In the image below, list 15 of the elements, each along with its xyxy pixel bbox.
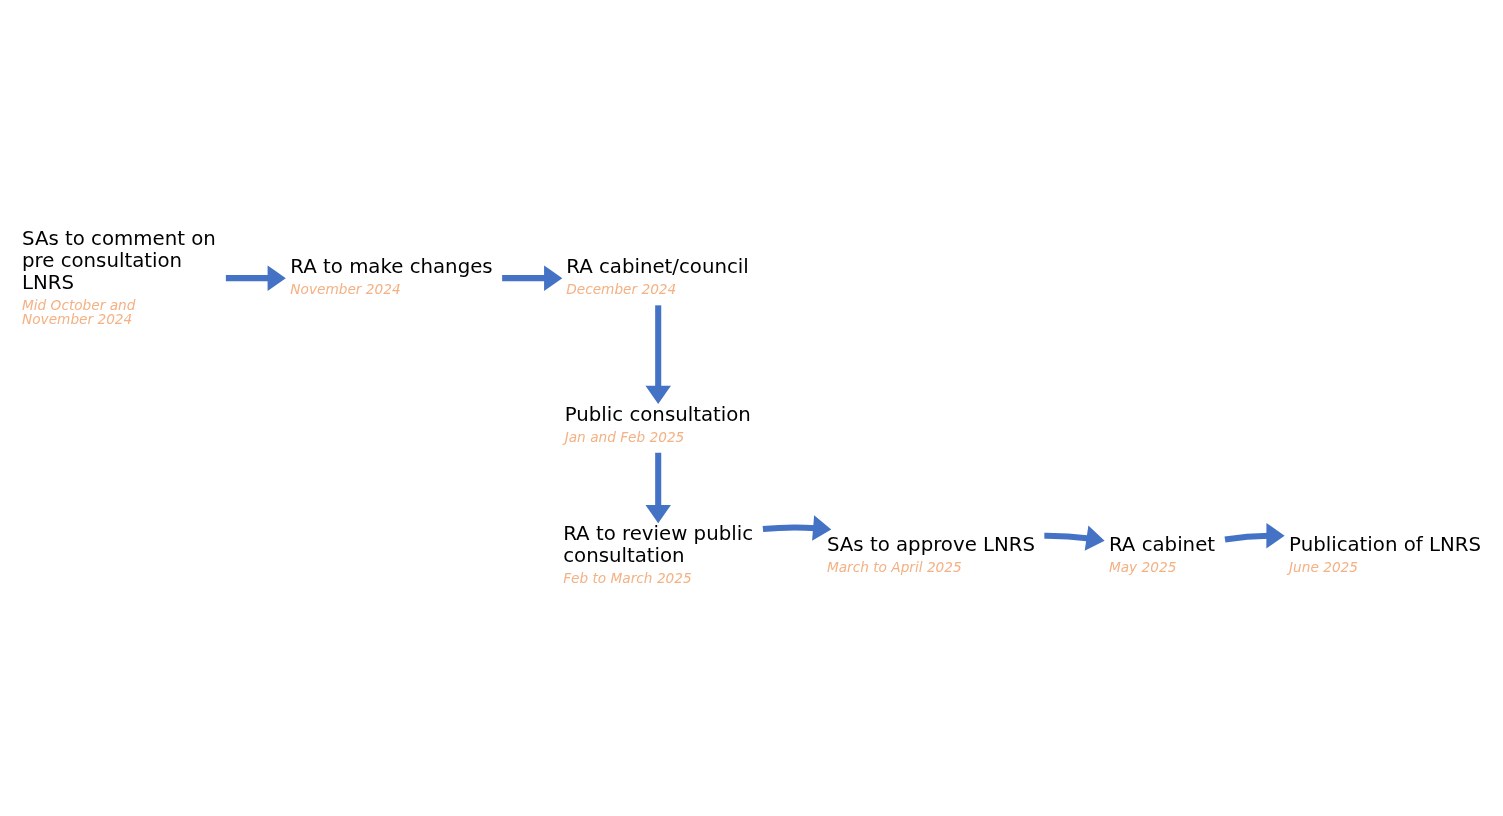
- node-text: SAs to comment on pre consultation LNRS Mid October and November 2024: [22, 226, 216, 327]
- arrow: [645, 452, 671, 523]
- arrow: [1044, 524, 1105, 551]
- node-text: RA cabinet/council December 2024: [566, 254, 749, 297]
- node-text: RA cabinet May 2025: [1108, 532, 1216, 575]
- node-text: Public consultation Jan and Feb 2025: [564, 402, 751, 445]
- arrow: [502, 264, 563, 291]
- arrow: [762, 514, 832, 541]
- node-text: SAs to approve LNRS March to April 2025: [826, 532, 1036, 575]
- arrow: [1224, 522, 1285, 548]
- node-text: RA to review public consultation Feb to March 2025: [563, 521, 754, 586]
- arrow: [225, 264, 286, 291]
- arrow: [645, 304, 671, 404]
- node-text: Publication of LNRS June 2025: [1289, 532, 1482, 575]
- node-text: RA to make changes November 2024: [290, 254, 493, 297]
